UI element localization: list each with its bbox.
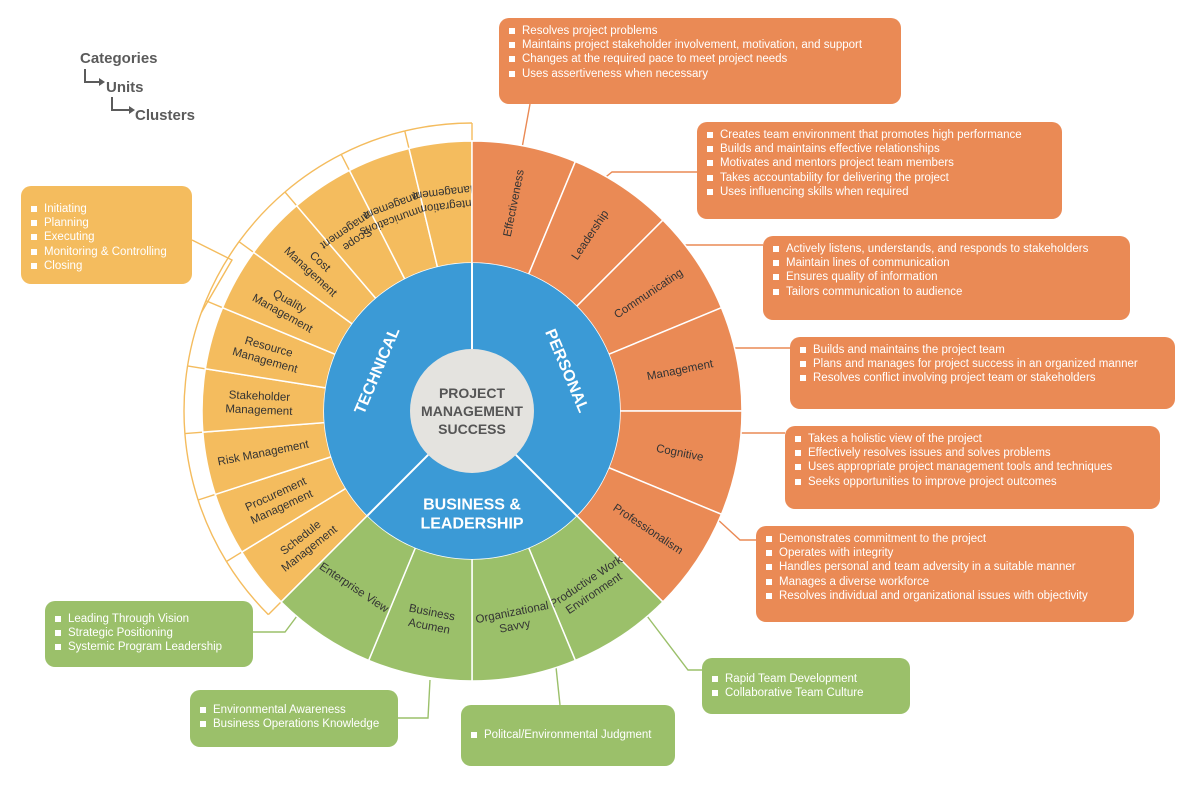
cluster-item: Environmental Awareness [200,703,388,717]
cluster-item: Manages a diverse workforce [766,575,1124,589]
legend-arrow-icon [84,69,105,86]
technical-bracket [183,122,473,616]
cluster-item: Handles personal and team adversity in a… [766,560,1124,574]
connector-line [555,666,561,706]
cluster-item: Resolves individual and organizational i… [766,589,1124,603]
cluster-box-organizational-savvy: Politcal/Environmental Judgment [461,705,675,766]
cluster-item: Rapid Team Development [712,672,900,686]
cluster-item: Uses appropriate project management tool… [795,460,1150,474]
unit-ring: ScheduleManagementProcurementManagementR… [201,140,743,682]
legend-clusters: Clusters [135,107,196,124]
connector-line [521,103,531,149]
cluster-item: Leading Through Vision [55,612,243,626]
cluster-item: Ensures quality of information [773,270,1120,284]
cluster-item: Takes accountability for delivering the … [707,171,1052,185]
cluster-item: Resolves project problems [509,24,891,38]
connector-line [646,615,702,671]
cluster-item: Systemic Program Leadership [55,640,243,654]
cluster-item: Initiating [31,202,182,216]
cluster-item: Planning [31,216,182,230]
cluster-item: Collaborative Team Culture [712,686,900,700]
cluster-item: Tailors communication to audience [773,285,1120,299]
category-label-business-leadership: BUSINESS &LEADERSHIP [420,497,523,533]
cluster-item: Maintains project stakeholder involvemen… [509,38,891,52]
legend-units: Units [106,79,144,96]
cluster-item: Closing [31,259,182,273]
cluster-item: Builds and maintains effective relations… [707,142,1052,156]
center-circle [410,349,534,473]
cluster-item: Seeks opportunities to improve project o… [795,475,1150,489]
cluster-item: Strategic Positioning [55,626,243,640]
cluster-item: Builds and maintains the project team [800,343,1165,357]
cluster-item: Monitoring & Controlling [31,245,182,259]
cluster-box-leadership: Creates team environment that promotes h… [697,122,1062,219]
connector-line [398,679,431,719]
cluster-item: Takes a holistic view of the project [795,432,1150,446]
cluster-item: Demonstrates commitment to the project [766,532,1124,546]
cluster-item: Executing [31,230,182,244]
cluster-item: Uses influencing skills when required [707,185,1052,199]
cluster-item: Maintain lines of communication [773,256,1120,270]
connector-line [715,517,756,541]
connector-line [601,171,697,181]
cluster-box-communicating: Actively listens, understands, and respo… [763,236,1130,320]
cluster-item: Resolves conflict involving project team… [800,371,1165,385]
category-divider [515,454,578,517]
cluster-item: Business Operations Knowledge [200,717,388,731]
cluster-item: Uses assertiveness when necessary [509,67,891,81]
category-divider [366,454,429,517]
legend-categories: Categories [80,50,158,67]
unit-label-stakeholder: StakeholderManagement [225,389,294,418]
cluster-item: Actively listens, understands, and respo… [773,242,1120,256]
cluster-item: Effectively resolves issues and solves p… [795,446,1150,460]
legend: Categories Units Clusters [80,50,260,130]
cluster-item: Changes at the required pace to meet pro… [509,52,891,66]
cluster-item: Plans and manages for project success in… [800,357,1165,371]
cluster-item: Motivates and mentors project team membe… [707,156,1052,170]
cluster-item: Creates team environment that promotes h… [707,128,1052,142]
legend-arrow-icon [111,97,135,114]
cluster-item: Politcal/Environmental Judgment [471,728,665,742]
cluster-item: Operates with integrity [766,546,1124,560]
